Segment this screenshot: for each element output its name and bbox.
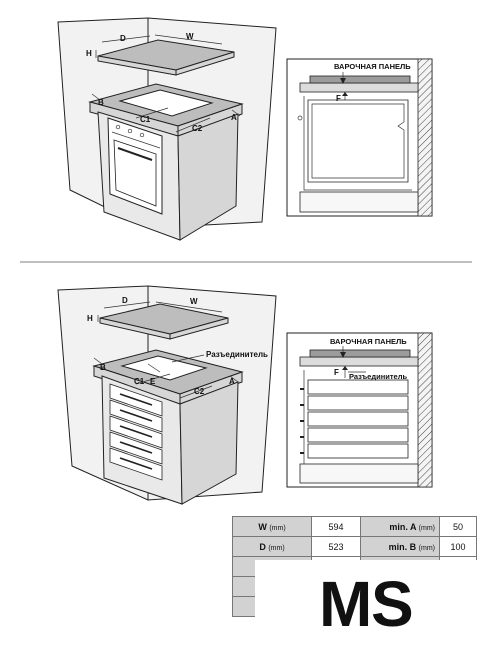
cell-unit: (mm): [268, 544, 285, 552]
dimensions-row: W (mm) 594 min. A (mm) 50: [232, 516, 477, 537]
label-w-2: W: [190, 297, 198, 306]
dimensions-cell: 594: [311, 516, 361, 537]
dimensions-cell: 50: [439, 516, 477, 537]
logo-letter-m: M: [319, 568, 372, 640]
label-e: E: [150, 377, 156, 386]
label-b-2: B: [100, 363, 106, 372]
label-h: H: [86, 49, 92, 58]
cell-text: W: [258, 521, 267, 532]
label-d-2: D: [122, 296, 128, 305]
cooktop-panel-label: ВАРОЧНАЯ ПАНЕЛЬ: [334, 62, 411, 71]
label-c1-2: C1: [134, 377, 145, 386]
label-w: W: [186, 32, 194, 41]
cell-text: min. B: [388, 541, 417, 552]
label-b: B: [98, 98, 104, 107]
label-a-2: A: [229, 377, 235, 386]
top-isometric-oven: D W H B A C1 C2: [57, 17, 277, 241]
dimensions-cell: 100: [439, 536, 477, 557]
cooktop-panel-label-2: ВАРОЧНАЯ ПАНЕЛЬ: [330, 337, 407, 346]
label-h-2: H: [87, 314, 93, 323]
dimensions-row: D (mm) 523 min. B (mm) 100: [232, 536, 477, 557]
cell-unit: (mm): [269, 524, 286, 532]
label-f: F: [336, 94, 341, 103]
ms-logo-mark: M S: [319, 568, 414, 640]
dimensions-cell: 523: [311, 536, 361, 557]
label-c2: C2: [192, 124, 203, 133]
cell-text: 50: [452, 521, 463, 532]
cell-text: 523: [328, 541, 344, 552]
logo-letter-s: S: [371, 568, 414, 640]
label-d: D: [120, 34, 126, 43]
cell-text: min. A: [389, 521, 417, 532]
ms-logo: M S: [255, 560, 492, 640]
dimensions-cell: W (mm): [232, 516, 312, 537]
label-f-2: F: [334, 368, 339, 377]
label-a: A: [231, 113, 237, 122]
bottom-section-elevation: ВАРОЧНАЯ ПАНЕЛЬ F Разъединитель: [286, 332, 433, 488]
cell-unit: (mm): [418, 544, 435, 552]
dimensions-cell: D (mm): [232, 536, 312, 557]
dimensions-cell: min. B (mm): [360, 536, 440, 557]
cell-text: 100: [450, 541, 466, 552]
cell-unit: (mm): [418, 524, 435, 532]
cell-text: D: [259, 541, 266, 552]
label-c2-2: C2: [194, 387, 205, 396]
dimensions-cell: min. A (mm): [360, 516, 440, 537]
cell-text: 594: [328, 521, 344, 532]
label-c1: C1: [140, 115, 151, 124]
top-section-elevation: ВАРОЧНАЯ ПАНЕЛЬ F: [286, 58, 433, 217]
disconnector-label: Разъединитель: [206, 350, 268, 359]
disconnector-label-2: Разъединитель: [349, 372, 407, 381]
bottom-isometric-drawers: D W H B A C1 C2 E Разъединитель: [57, 285, 277, 505]
